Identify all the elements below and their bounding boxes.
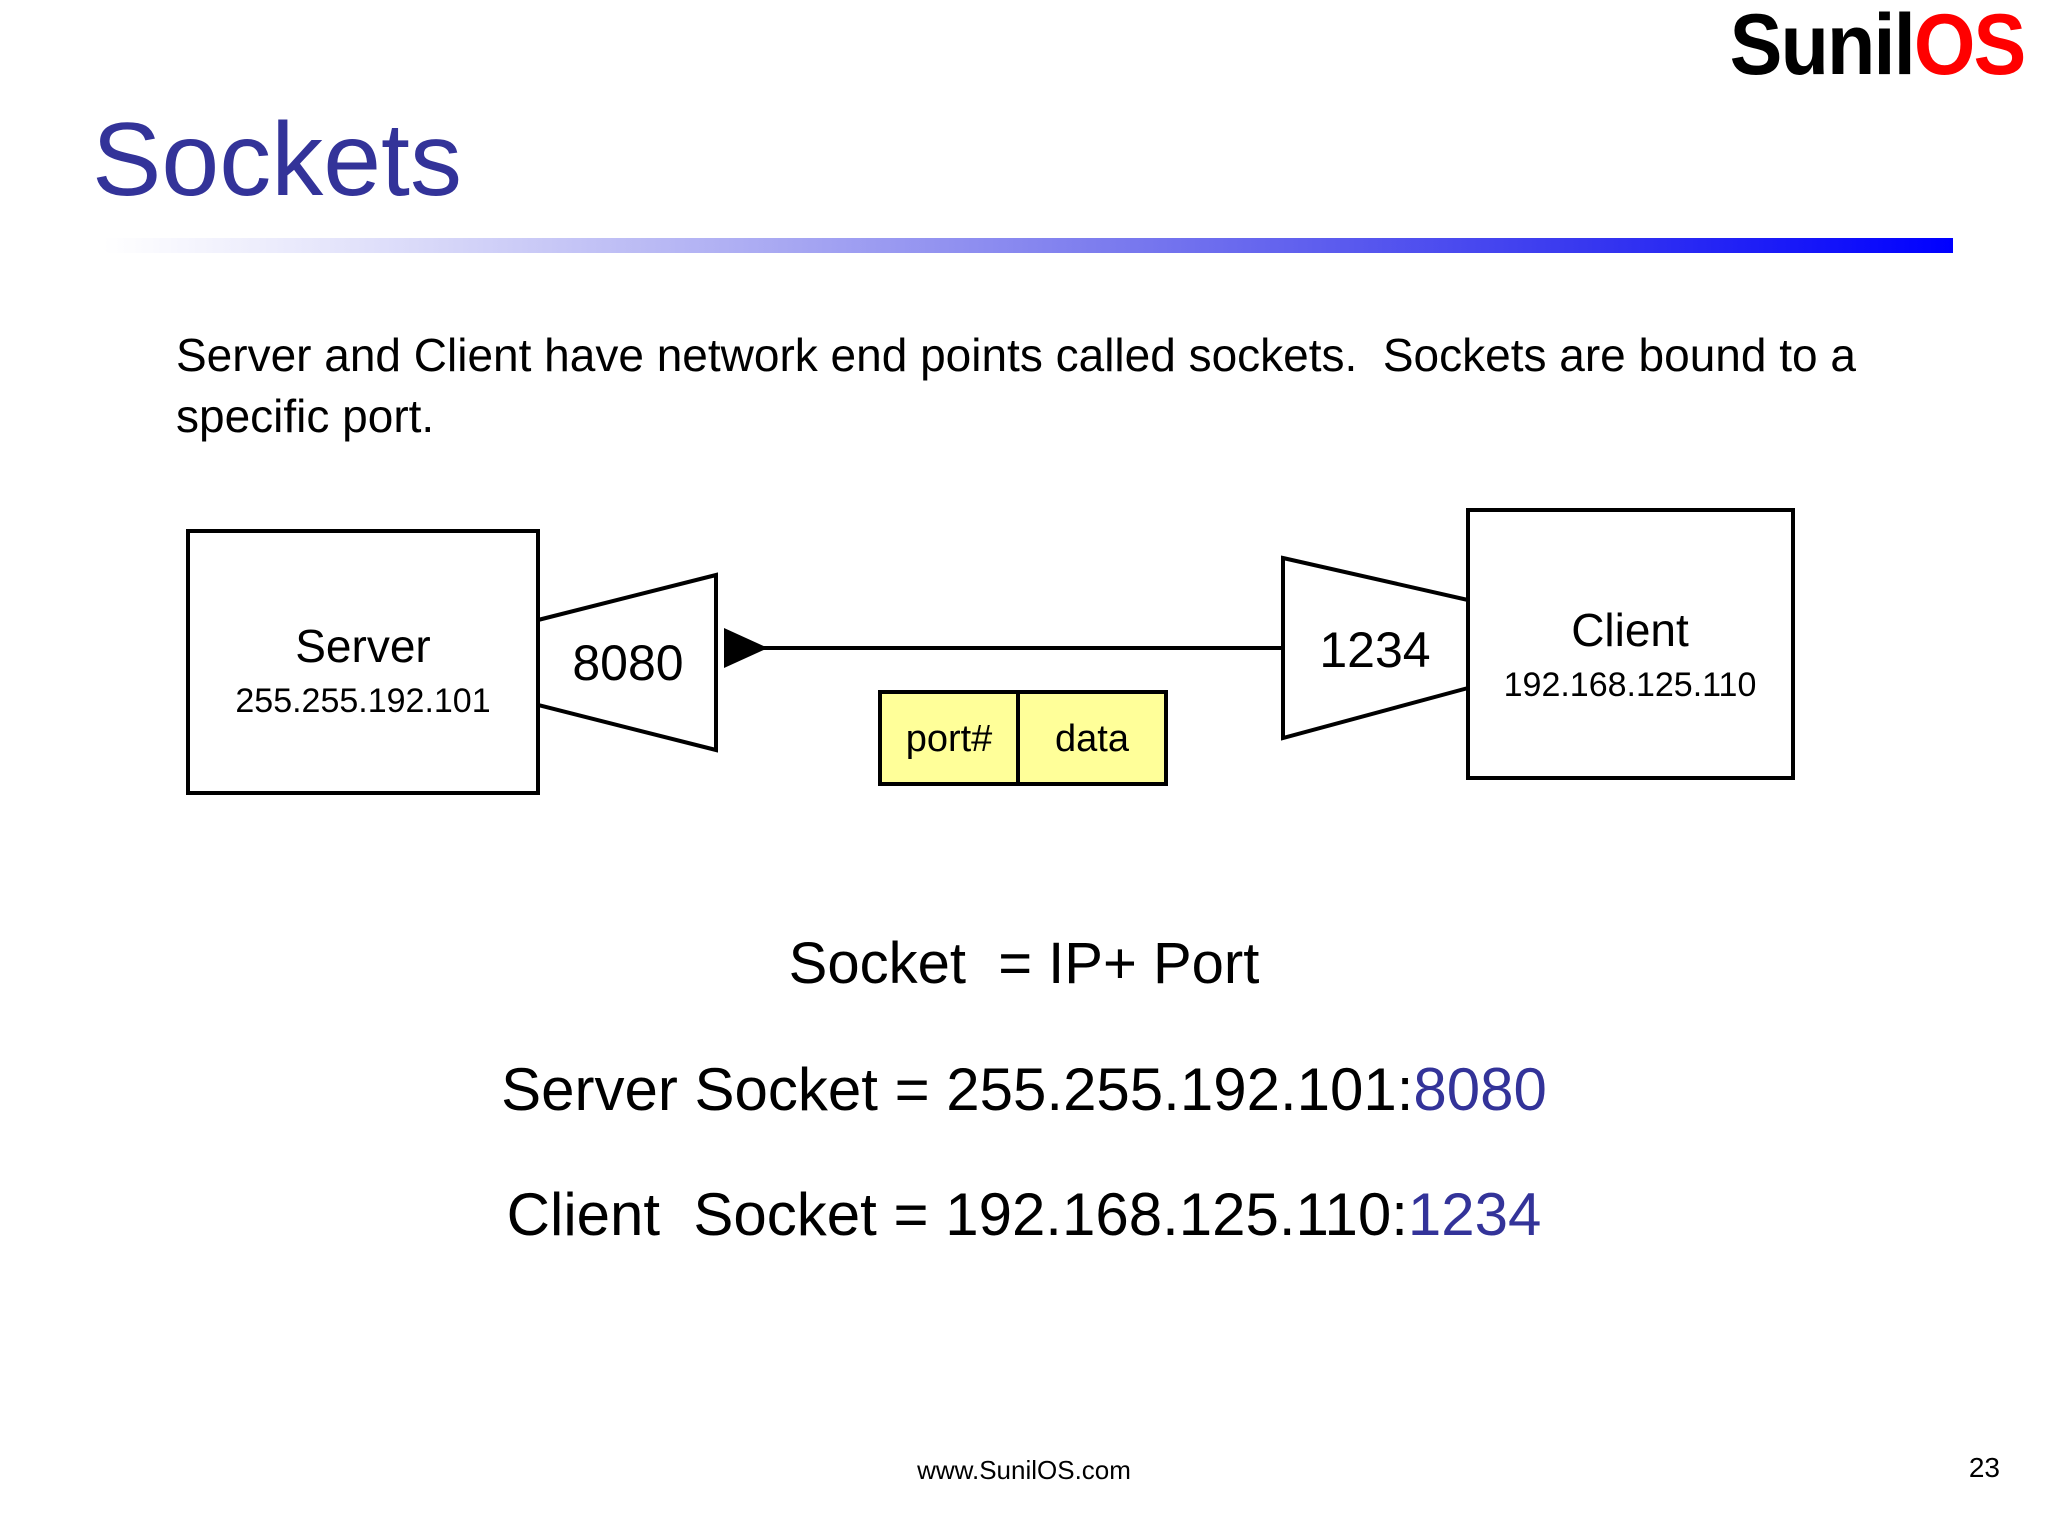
logo-text-os: OS xyxy=(1913,0,2025,93)
client-socket-trapezoid xyxy=(1281,555,1470,741)
equation-client-socket-label: Client Socket = 192.168.125.110: xyxy=(506,1181,1408,1248)
equation-socket-definition: Socket = IP+ Port xyxy=(788,931,1260,996)
title-underline-gradient xyxy=(103,238,1953,253)
packet-data-label: data xyxy=(1055,718,1130,760)
sunilos-logo: SunilOS xyxy=(1729,2,2026,88)
equation-client-socket-port: 1234 xyxy=(1407,1181,1542,1248)
equation-server-socket-label: Server Socket = 255.255.192.101: xyxy=(501,1056,1414,1123)
packet-cell-port xyxy=(878,690,1020,786)
footer-page-number: 23 xyxy=(1968,1452,2000,1483)
server-box-ip: 255.255.192.101 xyxy=(235,682,490,720)
sockets-diagram: Server 255.255.192.101 8080 Client 192.1… xyxy=(0,480,2048,840)
page-title: Sockets xyxy=(92,102,462,218)
server-port-label: 8080 xyxy=(572,635,683,691)
client-port-label: 1234 xyxy=(1319,622,1430,678)
server-socket-trapezoid xyxy=(536,572,718,753)
logo-text-sunil: Sunil xyxy=(1729,0,1915,93)
equation-server-socket: Server Socket = 255.255.192.101:8080 xyxy=(0,1055,2048,1124)
client-box-title: Client xyxy=(1571,604,1689,656)
server-box xyxy=(186,529,540,795)
client-box-ip: 192.168.125.110 xyxy=(1504,666,1757,704)
packet-cell-data xyxy=(1016,690,1168,786)
server-box-title: Server xyxy=(295,620,430,672)
packet-port-label: port# xyxy=(906,718,993,760)
equation-server-socket-port: 8080 xyxy=(1413,1056,1547,1123)
footer-url: www.SunilOS.com xyxy=(917,1455,1131,1485)
equation-client-socket: Client Socket = 192.168.125.110:1234 xyxy=(0,1180,2048,1249)
body-paragraph: Server and Client have network end point… xyxy=(176,329,1869,442)
